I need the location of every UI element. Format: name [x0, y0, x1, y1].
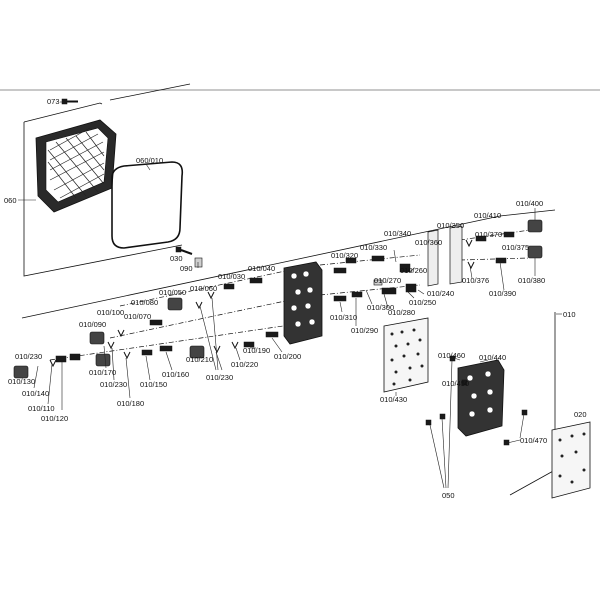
- clips: [49, 239, 475, 368]
- callout-010-050: 010/050: [159, 288, 186, 297]
- callout-010-350: 010/350: [437, 221, 464, 230]
- callout-050: 050: [442, 491, 455, 500]
- callout-010-150: 010/150: [140, 380, 167, 389]
- callout-010-390: 010/390: [489, 289, 516, 298]
- callout-010-450: 010/450: [442, 379, 469, 388]
- bolt-073: [61, 98, 78, 105]
- callout-010: 010: [563, 310, 576, 319]
- callout-010-230-b: 010/230: [100, 380, 127, 389]
- leader-lines: [18, 101, 562, 489]
- callout-010-240: 010/240: [427, 289, 454, 298]
- separator-plate-430: [383, 317, 429, 393]
- callout-030: 030: [170, 254, 183, 263]
- frame-top-line: [21, 209, 556, 319]
- callout-010-140: 010/140: [22, 389, 49, 398]
- callout-060: 060: [4, 196, 17, 205]
- solenoids: [13, 219, 543, 379]
- callout-010-360: 010/360: [415, 238, 442, 247]
- callout-010-370: 010/370: [475, 230, 502, 239]
- callout-010-120: 010/120: [41, 414, 68, 423]
- callout-010-340: 010/340: [384, 229, 411, 238]
- callout-010-080: 010/080: [131, 298, 158, 307]
- pan-gasket: [111, 161, 184, 249]
- oil-pan: [35, 119, 117, 213]
- bolt-030: [175, 246, 193, 255]
- callout-073: 073: [47, 97, 60, 106]
- callout-010-280: 010/280: [388, 308, 415, 317]
- callout-010-030: 010/030: [218, 272, 245, 281]
- callout-010-460: 010/460: [438, 351, 465, 360]
- callout-010-060: 010/060: [190, 284, 217, 293]
- callout-010-110: 010/110: [28, 404, 55, 413]
- plate-350: [449, 225, 463, 285]
- callout-010-310: 010/310: [330, 313, 357, 322]
- callout-010-375: 010/375: [502, 243, 529, 252]
- callout-010-320: 010/320: [331, 251, 358, 260]
- frame-bottom-line: [509, 469, 556, 496]
- callout-labels: 073 060 060/010 030 090 010 020 050 010/…: [4, 97, 587, 500]
- callout-010-220: 010/220: [231, 360, 258, 369]
- callout-010-400: 010/400: [516, 199, 543, 208]
- callout-010-230-c: 010/230: [206, 373, 233, 382]
- callout-010-250: 010/250: [409, 298, 436, 307]
- callout-010-190: 010/190: [243, 346, 270, 355]
- nut-090: [194, 257, 203, 268]
- springs-and-spools: [55, 231, 515, 363]
- assembly-axes: [49, 229, 531, 361]
- callout-010-040: 010/040: [248, 264, 275, 273]
- callout-010-230-a: 010/230: [15, 352, 42, 361]
- callout-010-440: 010/440: [479, 353, 506, 362]
- plate-360: [427, 229, 439, 287]
- callout-010-260: 010/260: [400, 266, 427, 275]
- callout-010-380: 010/380: [518, 276, 545, 285]
- callout-010-290: 010/290: [351, 326, 378, 335]
- callout-010-210: 010/210: [186, 355, 213, 364]
- oil-pan-group: [23, 83, 203, 277]
- callout-020: 020: [574, 410, 587, 419]
- valve-body-main: [283, 261, 323, 345]
- callout-010-270: 010/270: [374, 276, 401, 285]
- callout-010-470: 010/470: [520, 436, 547, 445]
- callout-010-430: 010/430: [380, 395, 407, 404]
- callout-010-130: 010/130: [8, 377, 35, 386]
- callout-010-100: 010/100: [97, 308, 124, 317]
- group-frame-top: [23, 102, 103, 123]
- plate-020: [551, 421, 591, 499]
- callout-010-376: 010/376: [462, 276, 489, 285]
- callout-060-010: 060/010: [136, 156, 163, 165]
- callout-010-160: 010/160: [162, 370, 189, 379]
- callout-010-090: 010/090: [79, 320, 106, 329]
- callout-010-330: 010/330: [360, 243, 387, 252]
- group-frame-side: [23, 122, 183, 277]
- callout-010-200: 010/200: [274, 352, 301, 361]
- callout-010-410: 010/410: [474, 211, 501, 220]
- callout-090: 090: [180, 264, 193, 273]
- callout-010-070: 010/070: [124, 312, 151, 321]
- callout-010-170: 010/170: [89, 368, 116, 377]
- valve-body-lower: [457, 359, 505, 437]
- callout-010-300: 010/300: [367, 303, 394, 312]
- callout-010-180: 010/180: [117, 399, 144, 408]
- group-frame-top2: [109, 83, 191, 101]
